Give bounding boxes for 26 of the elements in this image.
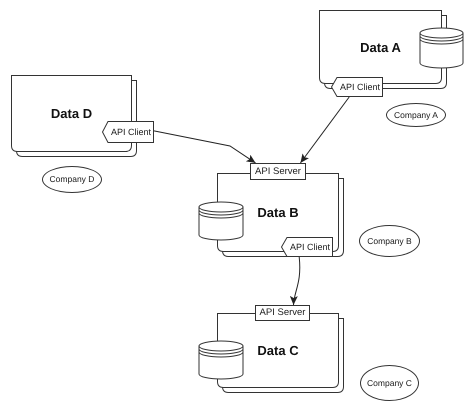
tag-label: API Client <box>110 128 152 136</box>
api-server-tag <box>250 163 306 180</box>
arrow <box>154 130 256 164</box>
api-client-tag <box>102 121 154 143</box>
database-cylinder <box>198 340 244 380</box>
box-title: Data D <box>50 106 92 121</box>
company-ellipse <box>386 103 446 127</box>
company-label: Company C <box>367 378 412 388</box>
api-client-tag <box>331 77 383 97</box>
tag-label: API Server <box>260 308 306 318</box>
box-title: Data B <box>257 205 299 220</box>
company-label: Company B <box>367 236 412 246</box>
arrow <box>300 96 350 164</box>
api-server-tag <box>255 305 310 321</box>
tag-label: API Client <box>290 242 330 252</box>
database-cylinder <box>419 27 464 69</box>
box-title: Data A <box>360 40 401 54</box>
database-cylinder <box>198 201 244 241</box>
api-client-tag <box>281 237 333 257</box>
tag-label: API Server <box>255 166 301 176</box>
stacked-data-box <box>217 173 344 257</box>
box-title: Data C <box>257 343 299 358</box>
tag-label: API Client <box>340 82 380 92</box>
company-label: Company D <box>50 175 94 184</box>
company-label: Company A <box>394 110 438 120</box>
arrow <box>290 256 300 306</box>
